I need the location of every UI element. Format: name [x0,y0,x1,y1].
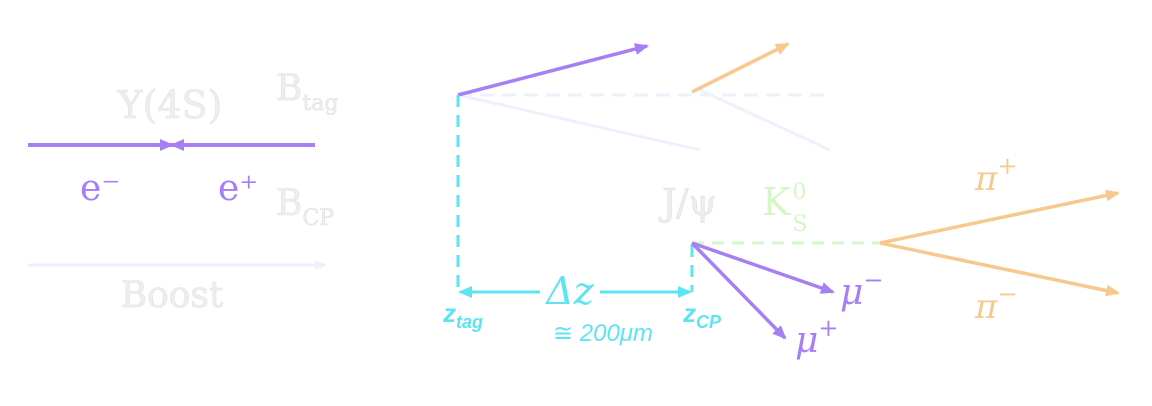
tag-track-orange [691,42,790,94]
electron-label: e⁻ [80,168,120,209]
ztag-label: ztag [442,298,483,332]
mu-plus-track [690,241,787,340]
mu-plus-label: μ+ [795,314,839,361]
pi-minus-sup: − [997,280,1017,308]
ztag-sub: tag [456,312,483,332]
pi-minus-base: π [974,287,998,327]
zcp-base: z [682,298,696,328]
pi-plus-base: π [974,159,998,199]
mu-minus-base: μ [840,272,863,313]
zcp-sub: CP [696,312,722,332]
btag-base: B [276,68,302,109]
faint-track-2 [457,93,701,152]
ks-base: K [762,180,791,224]
tag-track-purple [457,43,649,97]
boost-label: Boost [121,275,224,316]
ks-sup: 0 [792,180,806,205]
delta-z-label: Δz [544,269,594,313]
btag-sub: tag [302,91,338,116]
btag-label: Btag [276,68,339,116]
pi-minus-label: π− [974,280,1017,327]
pi-plus-sup: + [997,152,1017,180]
ztag-base: z [442,298,456,328]
positron-label: e⁺ [218,168,258,209]
faint-track-3 [699,88,831,152]
bcp-label: BCP [276,183,334,231]
mu-minus-track [691,241,835,294]
delta-z-approx: ≅ 200μm [553,320,653,347]
mu-plus-base: μ [795,320,818,361]
upsilon-label: Υ(4S) [117,83,223,127]
mu-plus-sup: + [818,314,838,342]
pi-plus-track [879,189,1120,245]
mu-minus-label: μ− [840,266,884,313]
jpsi-label: J/ψ [658,183,717,224]
pi-plus-label: π+ [974,152,1017,199]
pi-minus-track [879,241,1120,297]
mu-minus-sup: − [863,266,883,294]
bcp-sub: CP [302,206,334,231]
zcp-label: zCP [682,298,722,332]
bcp-base: B [276,183,302,224]
ks-sub: S [792,212,807,237]
